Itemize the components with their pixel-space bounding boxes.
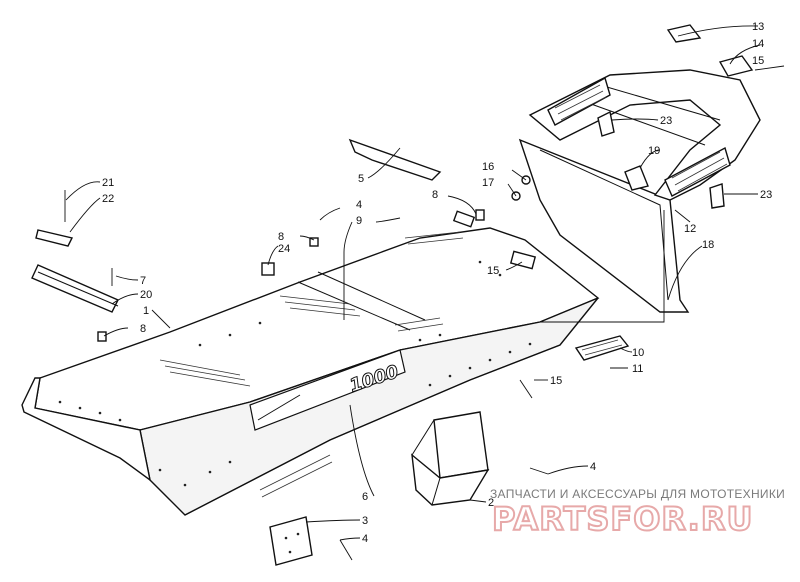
callout-11: 11 <box>632 363 643 375</box>
end-cap <box>666 24 702 43</box>
callout-15: 15 <box>550 375 562 387</box>
callout-19: 19 <box>648 145 660 157</box>
callout-15: 15 <box>487 265 499 277</box>
mounting-plate <box>269 516 313 566</box>
callout-4: 4 <box>356 199 362 211</box>
end-cap <box>718 55 754 77</box>
watermark: ЗАПЧАСТИ И АКСЕССУАРЫ ДЛЯ МОТОТЕХНИКИ PA… <box>490 487 785 539</box>
callout-2: 2 <box>488 497 494 509</box>
callout-8: 8 <box>278 231 284 243</box>
callout-8: 8 <box>432 189 438 201</box>
watermark-brand: PARTSFOR.RU <box>492 500 753 538</box>
callout-1: 1 <box>143 305 149 317</box>
callout-18: 18 <box>702 239 714 251</box>
callout-14: 14 <box>752 38 764 50</box>
trim-strip <box>348 138 442 181</box>
snow-flap <box>518 138 690 313</box>
callout-23: 23 <box>660 115 672 127</box>
left-brackets <box>31 229 119 342</box>
callout-7: 7 <box>140 275 146 287</box>
callout-4: 4 <box>590 461 596 473</box>
model-decal: 1000 <box>249 349 406 431</box>
callout-16: 16 <box>482 161 494 173</box>
callout-9: 9 <box>356 215 362 227</box>
callout-6: 6 <box>362 491 368 503</box>
callouts: 1 2 3 4 4 4 5 6 7 8 8 8 9 10 11 12 13 14… <box>102 21 772 545</box>
watermark-tagline: ЗАПЧАСТИ И АКСЕССУАРЫ ДЛЯ МОТОТЕХНИКИ <box>490 487 785 501</box>
callout-20: 20 <box>140 289 152 301</box>
callout-21: 21 <box>102 177 114 189</box>
callout-23: 23 <box>760 189 772 201</box>
callout-22: 22 <box>102 193 114 205</box>
callout-10: 10 <box>632 347 644 359</box>
leader-lines <box>65 25 761 541</box>
callout-13: 13 <box>752 21 764 33</box>
callout-17: 17 <box>482 177 494 189</box>
callout-3: 3 <box>362 515 368 527</box>
callout-12: 12 <box>684 223 696 235</box>
rivet-pattern <box>58 260 532 487</box>
callout-24: 24 <box>278 243 290 255</box>
rear-bumper <box>528 69 761 201</box>
callout-15: 15 <box>752 55 764 67</box>
tunnel-shading <box>159 231 464 498</box>
callout-5: 5 <box>358 173 364 185</box>
callout-8: 8 <box>140 323 146 335</box>
callout-4: 4 <box>362 533 368 545</box>
hitch-bracket <box>411 411 490 506</box>
tunnel-assembly: 1000 <box>21 227 600 516</box>
fasteners <box>64 65 785 561</box>
